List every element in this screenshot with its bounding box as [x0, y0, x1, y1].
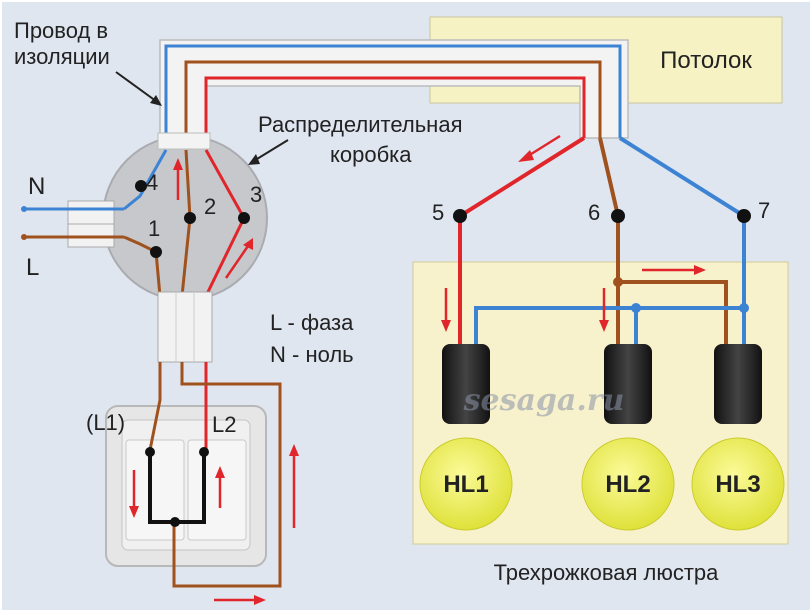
terminal-3-dot: [238, 212, 250, 224]
insulation-label-line2: изоляции: [14, 44, 110, 69]
terminal-5-dot: [453, 209, 467, 223]
insulation-pointer-head: [150, 95, 162, 106]
chandelier-blue-junction-b: [739, 303, 749, 313]
switch-node-bottom: [170, 517, 180, 527]
lamp-hl3-socket: [714, 344, 762, 424]
terminal-2-dot: [184, 212, 196, 224]
terminal-1-dot: [150, 246, 162, 258]
lamp-hl3: HL3: [691, 344, 785, 531]
terminal-6-label: 6: [588, 200, 600, 225]
ceiling-label: Потолок: [660, 47, 752, 74]
terminal-5-label: 5: [432, 200, 444, 225]
lamp-hl1-socket: [442, 344, 490, 424]
input-n-label: N: [28, 173, 45, 200]
junction-label-line1: Распределительная: [258, 112, 462, 137]
switch-brown-loop: [172, 362, 282, 588]
switch-phase-in: [148, 362, 162, 451]
arrow-box-diag: [224, 245, 250, 279]
chandelier-blue-bus: [474, 306, 744, 344]
lamp-hl2-bulb: [581, 437, 675, 531]
arrow-box-up-head: [173, 158, 183, 170]
lamp-hl3-label: HL3: [715, 471, 760, 498]
switch-cable-gland: [157, 291, 213, 363]
switch-key-right[interactable]: [187, 439, 247, 541]
cable-brown-wire: [184, 60, 602, 138]
insulation-label-line1: Провод в: [14, 18, 108, 43]
arrow-hl1-down-head: [441, 320, 451, 332]
junction-label-line2: коробка: [330, 142, 412, 167]
lamp-hl1-bulb: [419, 437, 513, 531]
terminal-4-dot: [135, 180, 147, 192]
arrow-hl2-down-head: [599, 320, 609, 332]
terminal-7-label: 7: [758, 198, 770, 223]
box-neutral-wire: [123, 149, 168, 211]
terminal-6-dot: [611, 209, 625, 223]
lamp-hl1: HL1: [419, 344, 513, 531]
arrow-cable-red-head: [518, 150, 534, 162]
box-pointer: [251, 139, 289, 163]
arrow-loop-up-head: [289, 444, 299, 456]
switch-key-left[interactable]: [125, 439, 185, 541]
input-l-end: [21, 234, 27, 240]
insulation-pointer: [115, 71, 161, 105]
arrow-brown-right-head: [694, 265, 706, 275]
legend-phase: L - фаза: [270, 310, 354, 335]
arrow-cable-red: [527, 134, 561, 158]
chandelier-brown-junction: [613, 277, 623, 287]
terminal-3-label: 3: [250, 182, 262, 207]
legend-neutral: N - ноль: [270, 342, 354, 367]
switch-l2-label: L2: [212, 412, 236, 437]
watermark: sesaga.ru: [463, 383, 625, 418]
box-phase-wire: [123, 235, 162, 297]
chandelier-blue-junction-a: [631, 303, 641, 313]
lamp-hl2-socket: [604, 344, 652, 424]
switch-l1-label: (L1): [86, 410, 125, 435]
arrow-switch-up-head: [215, 466, 225, 478]
cable-blue-wire: [164, 44, 622, 138]
chandelier-caption: Трехрожковая люстра: [494, 560, 720, 585]
terminal-2-label: 2: [204, 194, 216, 219]
lamp-hl2: HL2: [581, 344, 675, 531]
arrow-loop-right-head: [254, 595, 266, 605]
lamp-hl3-bulb: [691, 437, 785, 531]
switch-contact-left: [148, 454, 172, 524]
input-l-label: L: [26, 254, 39, 281]
lamp-hl1-label: HL1: [443, 471, 488, 498]
terminal-4-label: 4: [146, 170, 158, 195]
switch-node-right: [199, 447, 209, 457]
cable-red-wire: [204, 76, 586, 138]
arrow-switch-down-head: [129, 506, 139, 518]
terminal-7-dot: [737, 209, 751, 223]
box-pointer-head: [248, 154, 260, 165]
arrow-box-diag-head: [243, 238, 253, 250]
terminal-1-label: 1: [148, 216, 160, 241]
switch-contact-right: [178, 454, 206, 524]
switch-node-left: [145, 447, 155, 457]
input-n-end: [21, 206, 27, 212]
junction-cable-entry: [157, 132, 211, 150]
lamp-hl2-label: HL2: [605, 471, 650, 498]
